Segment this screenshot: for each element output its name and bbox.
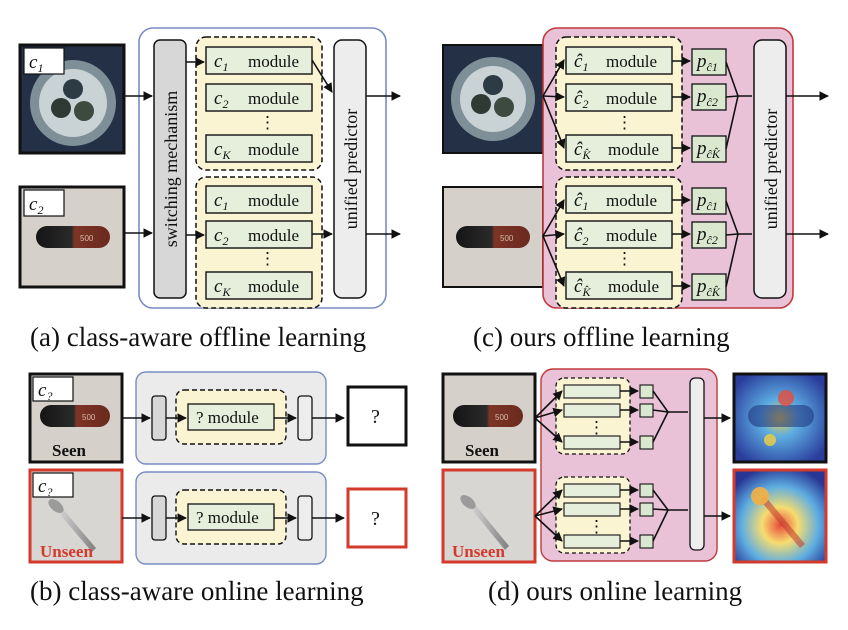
ours-module-2 [565,83,673,112]
input-image-screw-unseen: c? Unseen [28,468,124,564]
probability-boxes: pĉ1 pĉ2 pĉK̂ pĉ1 pĉ2 pĉK̂ [691,48,727,301]
svg-text:⋮: ⋮ [616,113,633,132]
svg-text:Seen: Seen [52,441,87,460]
svg-text:Unseen: Unseen [452,542,505,561]
panel-c: 500 ĉ1 module ĉ2 module ⋮ ĉK̂ module ĉ1 … [442,27,829,309]
input-image-capsule: 500 [18,185,126,289]
svg-text:module: module [606,52,657,71]
svg-text:500: 500 [500,234,514,243]
ours-module-1 [565,46,673,75]
input-image-nut [18,43,126,155]
svg-text:Unseen: Unseen [40,542,93,561]
svg-text:module: module [248,52,299,71]
svg-text:module: module [248,191,299,210]
svg-text:500: 500 [495,413,509,422]
svg-text:? module: ? module [196,408,259,427]
svg-text:module: module [248,226,299,245]
ours-module-2-b [565,220,673,249]
ours-module-K [565,134,673,163]
svg-text:module: module [608,140,659,159]
svg-text:Seen: Seen [465,441,500,460]
svg-text:?: ? [371,508,380,530]
svg-text:⋮: ⋮ [616,249,633,268]
svg-text:? module: ? module [196,508,259,527]
svg-text:500: 500 [80,234,94,243]
svg-text:⋮: ⋮ [588,418,605,437]
unified-predictor-box [333,39,367,299]
ours-unified-predictor-label: unified predictor [761,109,781,229]
input-image-capsule-c: 500 [442,186,544,288]
output-unknown-unseen [346,487,408,549]
caption-c: (c) ours offline learning [473,322,730,352]
svg-text:module: module [606,89,657,108]
input-image-capsule-seen-d: 500 Seen [441,372,537,464]
panel-d: 500 Seen Unseen ⋮ ⋮ [441,368,828,564]
panel-b: 500 c? Seen c? Unseen ? module ? [28,371,408,565]
switching-mechanism-box [153,39,187,299]
input-image-screw-unseen-d: Unseen [441,468,537,564]
unknown-module-seen [187,403,275,431]
input-image-capsule-seen: 500 c? Seen [28,372,124,464]
module-cK [205,134,313,163]
svg-text:module: module [248,140,299,159]
unified-predictor-label: unified predictor [341,109,361,229]
ours-online-predictor [689,377,705,551]
output-unknown-seen [346,385,408,447]
svg-text:module: module [248,89,299,108]
unknown-module-unseen [187,503,275,531]
svg-text:⋮: ⋮ [259,249,276,268]
svg-text:⋮: ⋮ [259,113,276,132]
caption-b: (b) class-aware online learning [30,576,364,606]
input-image-nut-c [442,44,544,154]
module-c2 [205,83,313,112]
heatmap-output-unseen [732,468,828,564]
ours-module-K-b [565,271,673,300]
panel-a: c1 500 c2 switching mechanism c1 module … [18,27,401,309]
caption-d: (d) ours online learning [488,576,742,606]
module-c1-b [205,185,313,214]
svg-text:module: module [248,277,299,296]
svg-text:⋮: ⋮ [588,517,605,536]
ours-module-1-b [565,185,673,214]
svg-text:module: module [608,277,659,296]
module-cK-b [205,271,313,300]
caption-a: (a) class-aware offline learning [30,322,366,352]
svg-text:module: module [606,226,657,245]
svg-text:500: 500 [82,413,96,422]
ours-unified-predictor-box [753,39,787,299]
svg-text:module: module [606,191,657,210]
heatmap-output-seen [732,372,828,464]
switching-mechanism-label: switching mechanism [161,91,181,247]
svg-text:?: ? [371,406,380,428]
